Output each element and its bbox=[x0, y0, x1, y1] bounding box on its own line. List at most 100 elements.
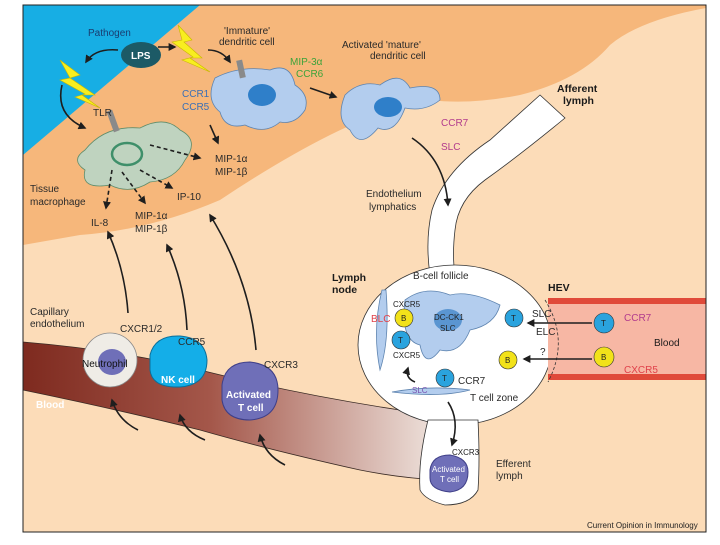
label-afferent-1: Afferent bbox=[557, 83, 598, 95]
arrow-dc-to-mip1 bbox=[209, 124, 220, 145]
b-cell-blood bbox=[593, 346, 615, 368]
label-endothelium-2: lymphatics bbox=[369, 202, 416, 213]
label-pathogen: Pathogen bbox=[88, 28, 131, 39]
label-blc: BLC bbox=[371, 314, 390, 325]
label-ccr5-nk: CCR5 bbox=[178, 337, 206, 348]
label-b-follicle: B bbox=[401, 314, 406, 323]
label-lymph-node-2: node bbox=[332, 284, 357, 296]
label-ccr1: CCR1 bbox=[182, 89, 210, 100]
b-cell-hev-entry bbox=[498, 350, 518, 370]
tissue-macrophage bbox=[77, 121, 192, 190]
label-tissue-2: macrophage bbox=[30, 197, 86, 208]
label-mip1b-lower: MIP-1β bbox=[135, 224, 168, 235]
afferent-lymph-vessel bbox=[427, 94, 566, 276]
hev-boundary bbox=[544, 299, 559, 383]
arrow-lps-to-lightning-left bbox=[85, 48, 119, 64]
label-neutrophil: Neutrophil bbox=[82, 359, 128, 370]
label-elc: ELC bbox=[536, 327, 555, 338]
dash-arrow-ip10 bbox=[139, 169, 174, 189]
dash-arrow-mip1-upper bbox=[149, 144, 202, 161]
label-ccr7-blood: CCR7 bbox=[624, 313, 652, 324]
source-credit: Current Opinion in Immunology bbox=[587, 521, 698, 530]
label-ccr5-dc: CCR5 bbox=[182, 102, 210, 113]
lightning-icon bbox=[59, 59, 101, 109]
receptor-tlr-macrophage bbox=[106, 109, 120, 133]
arrow-node-to-efferent bbox=[447, 401, 458, 447]
arrow-cxcr12-to-il8 bbox=[106, 230, 129, 314]
label-slc-hev: SLC bbox=[532, 309, 551, 320]
label-cxcr5-upper: CXCR5 bbox=[393, 300, 421, 309]
arrow-blood-nk bbox=[177, 413, 206, 441]
nk-cell bbox=[149, 335, 208, 388]
dc-ck1-nucleus bbox=[434, 309, 462, 331]
t-cell-hev-entry bbox=[504, 308, 524, 328]
label-mature-dc-2: dendritic cell bbox=[370, 51, 426, 62]
pathogen-zone bbox=[23, 5, 200, 155]
t-cell-zone-cell bbox=[435, 368, 455, 388]
neutrophil-nucleus bbox=[98, 349, 126, 375]
label-t-follicle: T bbox=[398, 336, 403, 345]
label-activated-t-1: Activated bbox=[226, 390, 271, 401]
label-cxcr12: CXCR1/2 bbox=[120, 324, 163, 335]
arrow-ccr5-to-mip1 bbox=[165, 243, 188, 331]
label-b-blood: B bbox=[601, 353, 606, 362]
label-lps: LPS bbox=[131, 51, 151, 62]
label-afferent-2: lymph bbox=[563, 95, 594, 107]
label-immature-dc-2: dendritic cell bbox=[219, 37, 275, 48]
label-ccr6: CCR6 bbox=[296, 69, 324, 80]
label-blood-left: Blood bbox=[36, 400, 64, 411]
label-t-blood: T bbox=[601, 319, 606, 328]
label-ip10: IP-10 bbox=[177, 192, 201, 203]
arrow-lightning-to-dc bbox=[207, 49, 231, 64]
label-b-cell-follicle: B-cell follicle bbox=[413, 271, 469, 282]
label-ccr7-dc: CCR7 bbox=[441, 118, 469, 129]
arrow-to-follicle bbox=[402, 366, 416, 383]
label-dc-ck1-slc: SLC bbox=[440, 324, 456, 333]
hev-wall-bottom bbox=[548, 374, 706, 380]
label-il8: IL-8 bbox=[91, 218, 109, 229]
lightning-icon bbox=[171, 24, 211, 73]
figure-frame bbox=[22, 4, 707, 533]
label-t-cell-zone: T cell zone bbox=[470, 393, 519, 404]
label-efferent-1: Efferent bbox=[496, 459, 531, 470]
macrophage-nucleus bbox=[110, 141, 144, 167]
arrow-mature-to-lymph bbox=[411, 137, 452, 207]
label-tissue-1: Tissue bbox=[30, 184, 60, 195]
label-slc-stromal: SLC bbox=[412, 386, 428, 395]
label-mip3a: MIP-3α bbox=[290, 57, 323, 68]
mature-dc-nucleus bbox=[374, 97, 402, 117]
label-mip1a-lower: MIP-1α bbox=[135, 211, 168, 222]
b-cell-follicle bbox=[394, 308, 414, 328]
hev-blood-vessel bbox=[548, 298, 706, 380]
label-mip1b-upper: MIP-1β bbox=[215, 167, 248, 178]
label-t-zone: T bbox=[442, 374, 447, 383]
label-hev: HEV bbox=[548, 282, 570, 294]
immature-dc-nucleus bbox=[248, 84, 276, 106]
arrow-lightning-to-macrophage bbox=[60, 84, 87, 130]
label-mip1a-upper: MIP-1α bbox=[215, 154, 248, 165]
label-lymph-node-1: Lymph bbox=[332, 272, 366, 284]
label-cxcr3-efferent: CXCR3 bbox=[452, 448, 480, 457]
label-cxcr5-lower: CXCR5 bbox=[393, 351, 421, 360]
label-efferent-2: lymph bbox=[496, 471, 523, 482]
arrow-immature-to-mature bbox=[309, 87, 338, 99]
label-mature-dc-1: Activated 'mature' bbox=[342, 40, 421, 51]
activated-t-cell bbox=[221, 361, 279, 421]
t-cell-follicle bbox=[391, 330, 411, 350]
label-activated-t-2: T cell bbox=[238, 403, 264, 414]
arrow-blood-t bbox=[257, 433, 286, 466]
hev-wall-top bbox=[548, 298, 706, 304]
label-dc-ck1: DC-CK1 bbox=[434, 313, 464, 322]
arrow-blood-neutrophil bbox=[110, 398, 139, 431]
stromal-cell-left bbox=[376, 289, 388, 372]
label-nk-cell: NK cell bbox=[161, 375, 195, 386]
label-blood-right: Blood bbox=[654, 338, 680, 349]
label-t-hev: T bbox=[511, 314, 516, 323]
label-ccr7-lymph: CCR7 bbox=[458, 376, 486, 387]
label-efferent-t-1: Activated bbox=[432, 465, 465, 474]
label-capillary-2: endothelium bbox=[30, 319, 84, 330]
label-question: ? bbox=[540, 347, 546, 358]
label-slc-dc: SLC bbox=[441, 142, 460, 153]
label-tlr: TLR bbox=[93, 108, 112, 119]
